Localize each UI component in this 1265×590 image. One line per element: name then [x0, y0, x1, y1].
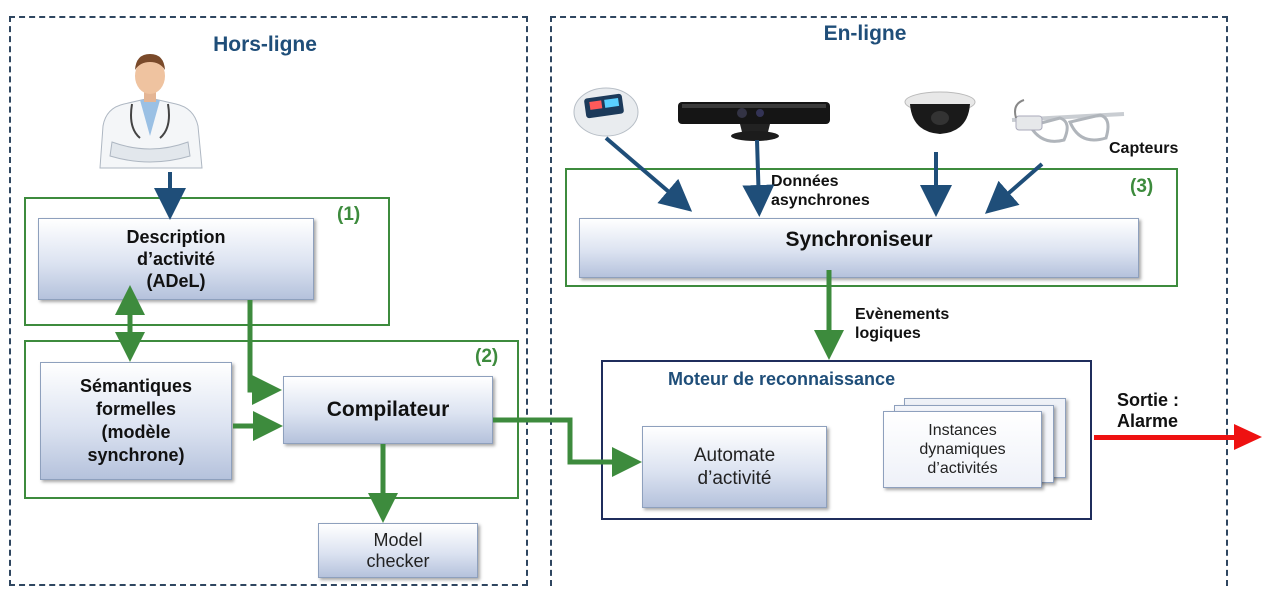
- offline-panel: [9, 16, 528, 586]
- smart-glasses-icon: [1011, 99, 1125, 143]
- synchronizer-box: Synchroniseur: [579, 218, 1139, 278]
- offline-title: Hors-ligne: [213, 33, 317, 56]
- dome-camera-icon: [904, 91, 976, 134]
- sensors-label: Capteurs: [1109, 140, 1179, 157]
- group-1-box: [24, 197, 390, 326]
- group-1-number: (1): [337, 204, 361, 225]
- online-title: En-ligne: [823, 22, 907, 45]
- pulse-oximeter-icon: [573, 87, 639, 137]
- group-2-number: (2): [475, 346, 499, 367]
- activity-description-label: Description d’activité (ADeL): [126, 227, 226, 291]
- online-panel: [550, 16, 1228, 586]
- alarm-output-arrow: [1094, 424, 1262, 450]
- green-arrows: [115, 270, 844, 523]
- formal-semantics-label: Sémantiques formelles (modèle synchrone): [79, 376, 193, 465]
- formal-semantics-box: Sémantiques formelles (modèle synchrone): [40, 362, 232, 480]
- model-checker-box: Model checker: [318, 523, 478, 578]
- recognition-engine-box: [601, 360, 1092, 520]
- blue-arrows: [154, 136, 1044, 220]
- compiler-box: Compilateur: [283, 376, 493, 444]
- activity-description-box: Description d’activité (ADeL): [38, 218, 314, 300]
- group-3-box: [565, 168, 1178, 287]
- compiler-label: Compilateur: [326, 398, 450, 421]
- output-alarm-label: Sortie : Alarme: [1117, 390, 1180, 431]
- doctor-icon: [99, 54, 203, 169]
- activity-automaton-label: Automate d’activité: [693, 445, 776, 489]
- activity-automaton-box: Automate d’activité: [642, 426, 827, 508]
- synchronizer-label: Synchroniseur: [785, 228, 933, 251]
- group-3-number: (3): [1130, 176, 1154, 197]
- logical-events-label: Evènements logiques: [855, 306, 950, 342]
- recognition-engine-title: Moteur de reconnaissance: [668, 369, 896, 389]
- model-checker-label: Model checker: [366, 529, 430, 571]
- instances-box: Instances dynamiques d’activités: [883, 411, 1042, 488]
- instances-label: Instances dynamiques d’activités: [919, 422, 1006, 477]
- async-data-label: Données asynchrones: [771, 173, 870, 209]
- kinect-sensor-icon: [678, 102, 830, 141]
